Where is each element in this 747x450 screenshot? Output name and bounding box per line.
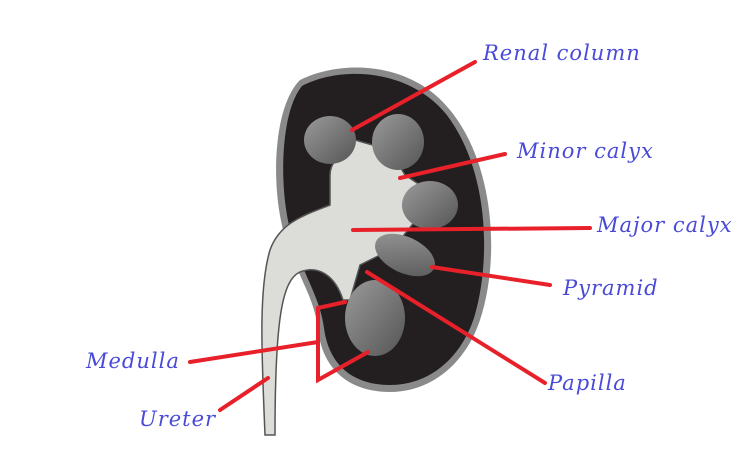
pyramid-1 xyxy=(304,116,356,164)
pyramid-5 xyxy=(345,280,405,356)
leader-papilla xyxy=(365,270,547,385)
label-ureter: Ureter xyxy=(139,407,217,431)
leader-major-calyx xyxy=(351,226,592,232)
pyramid-4 xyxy=(375,233,435,277)
label-pyramid: Pyramid xyxy=(563,276,659,300)
label-papilla: Papilla xyxy=(548,371,627,395)
pyramid-3 xyxy=(402,181,458,229)
label-minor-calyx: Minor calyx xyxy=(517,139,654,163)
pyramid-2 xyxy=(372,114,424,170)
leader-medulla xyxy=(188,340,320,364)
medulla-bracket xyxy=(316,300,370,384)
leader-ureter xyxy=(218,376,270,412)
label-major-calyx: Major calyx xyxy=(597,213,733,237)
leader-minor-calyx xyxy=(398,152,507,180)
leader-pyramid xyxy=(430,265,552,287)
label-renal-column: Renal column xyxy=(483,41,641,65)
leader-renal-column xyxy=(350,60,477,132)
label-medulla: Medulla xyxy=(86,349,180,373)
